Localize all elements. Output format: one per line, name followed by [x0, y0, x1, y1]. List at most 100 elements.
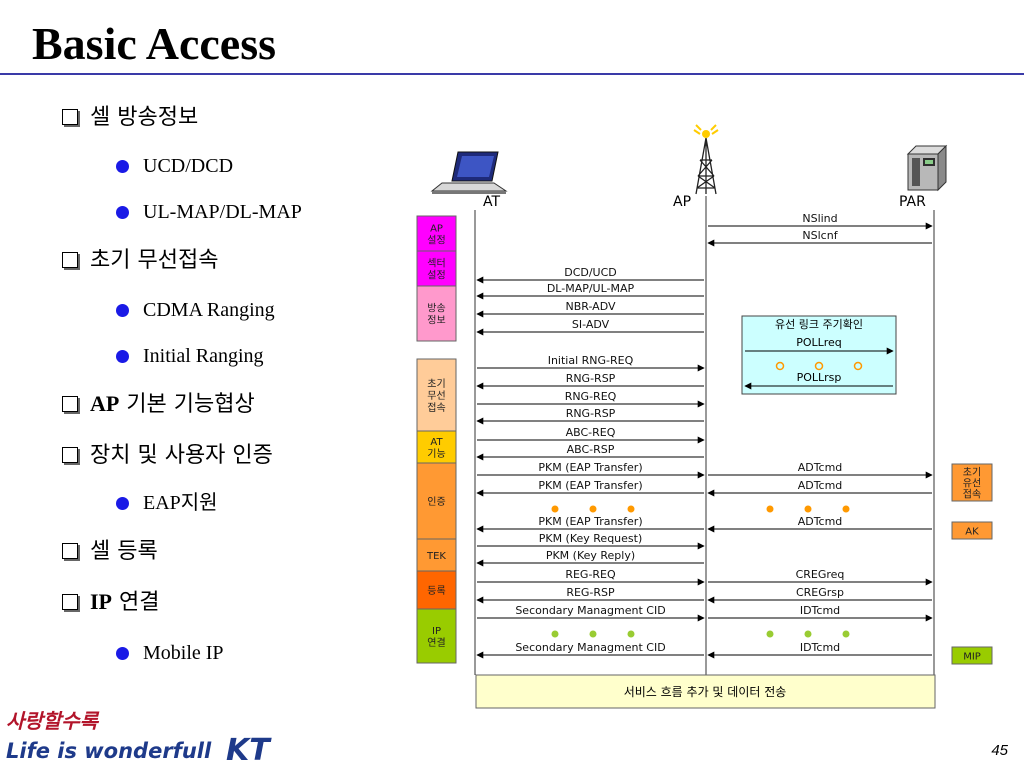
ellipsis-dot [627, 505, 635, 513]
message-label: PKM (EAP Transfer) [538, 461, 642, 474]
phase-tag-label: 접속 [963, 489, 981, 501]
phase-label: 등록 [427, 585, 445, 597]
square-bullet-icon [62, 396, 78, 412]
message-label: Secondary Managment CID [515, 604, 665, 617]
phase-label: 기능 [427, 448, 445, 460]
phase-box [416, 430, 457, 464]
message-label: NBR-ADV [565, 300, 616, 313]
message-label: PKM (Key Reply) [546, 549, 635, 562]
link-check-box: 유선 링크 주기확인 POLLreq POLLrsp [741, 315, 897, 395]
phase-box [416, 608, 457, 664]
phase-tag-box [951, 521, 993, 540]
bullet-item: AP 기본 기능협상 [62, 389, 255, 420]
entity-label-ap: AP [673, 194, 691, 210]
message-label: ABC-REQ [566, 426, 616, 439]
laptop-icon [430, 151, 508, 194]
message-label: REG-REQ [565, 568, 616, 581]
service-flow-bar [475, 674, 936, 709]
phase-label: 방송 [427, 303, 445, 315]
link-check-message-label: POLLreq [796, 336, 842, 349]
sub-bullet-item: UCD/DCD [116, 152, 233, 180]
link-check-message-label: POLLrsp [797, 371, 842, 384]
message-label: NSlind [802, 212, 837, 225]
dot-bullet-icon [116, 497, 129, 510]
message-label: SI-ADV [572, 318, 610, 331]
ellipsis-dot [766, 505, 774, 513]
dot-bullet-icon [116, 206, 129, 219]
server-icon [906, 144, 948, 192]
phase-label: IP [432, 626, 441, 637]
message-label: DCD/UCD [564, 266, 617, 279]
phase-box [416, 358, 457, 432]
phase-label: 접속 [427, 402, 445, 414]
antenna-tower-icon [693, 124, 719, 195]
sub-bullet-item: Mobile IP [116, 639, 224, 667]
diagram-background [403, 203, 963, 665]
sub-bullet-item: UL-MAP/DL-MAP [116, 198, 302, 226]
dot-bullet-icon [116, 647, 129, 660]
message-label: PKM (EAP Transfer) [538, 479, 642, 492]
square-bullet-icon [62, 109, 78, 125]
dot-bullet-icon [116, 160, 129, 173]
phase-label: 설정 [427, 270, 445, 282]
phase-label: AT [430, 437, 443, 448]
entity-label-at: AT [483, 194, 500, 210]
dot-bullet-icon [116, 304, 129, 317]
phase-label: AP [430, 224, 443, 235]
phase-box [416, 538, 457, 572]
square-bullet-icon [62, 594, 78, 610]
message-label: Initial RNG-REQ [548, 354, 634, 367]
phase-tag-label: 초기 [963, 467, 981, 479]
phase-label: 인증 [427, 496, 445, 508]
logo-slogan-ko: 사랑할수록 [6, 709, 100, 733]
bullet-item: 셀 등록 [62, 537, 158, 567]
message-arrows: NSlindNSlcnfDCD/UCDDL-MAP/UL-MAPNBR-ADVS… [476, 212, 933, 659]
square-bullet-icon [62, 543, 78, 559]
title-divider [0, 73, 1024, 75]
message-label: REG-RSP [566, 586, 615, 599]
sub-bullet-item: Initial Ranging [116, 342, 264, 370]
logo-slogan-en: Life is wonderfull [6, 739, 212, 763]
link-check-dot [814, 361, 824, 371]
ellipsis-dot [842, 630, 850, 638]
message-label: ADTcmd [798, 479, 843, 492]
phase-box [416, 285, 457, 342]
bullet-item: 셀 방송정보 [62, 103, 198, 133]
square-bullet-icon [62, 252, 78, 268]
phase-box [416, 250, 457, 287]
message-label: IDTcmd [800, 641, 840, 654]
ellipsis-dots [551, 505, 850, 638]
phase-box [416, 215, 457, 252]
ellipsis-dot [804, 505, 812, 513]
logo-brand: KT [226, 733, 272, 766]
phase-label: 정보 [427, 315, 445, 327]
message-label: PKM (EAP Transfer) [538, 515, 642, 528]
message-label: IDTcmd [800, 604, 840, 617]
sub-bullet-item: CDMA Ranging [116, 296, 275, 324]
ellipsis-dot [551, 630, 559, 638]
page-title: Basic Access [32, 18, 277, 69]
ellipsis-dot [627, 630, 635, 638]
link-check-dot [853, 361, 863, 371]
message-label: CREGrsp [796, 586, 844, 599]
message-label: ADTcmd [798, 515, 843, 528]
ellipsis-dot [551, 505, 559, 513]
ellipsis-dot [804, 630, 812, 638]
phase-tag-label: AK [965, 527, 979, 538]
bullet-item: 초기 무선접속 [62, 246, 218, 276]
phase-tag-label: 유선 [963, 478, 981, 490]
ellipsis-dot [589, 505, 597, 513]
link-check-dot [775, 361, 785, 371]
kt-logo: 사랑할수록 Life is wonderfull KT [6, 709, 272, 766]
message-label: NSlcnf [802, 229, 838, 242]
ellipsis-dot [766, 630, 774, 638]
dot-bullet-icon [116, 350, 129, 363]
message-label: ADTcmd [798, 461, 843, 474]
phase-label: 연결 [427, 637, 445, 649]
square-bullet-icon [62, 447, 78, 463]
message-label: Secondary Managment CID [515, 641, 665, 654]
message-label: CREGreq [796, 568, 845, 581]
